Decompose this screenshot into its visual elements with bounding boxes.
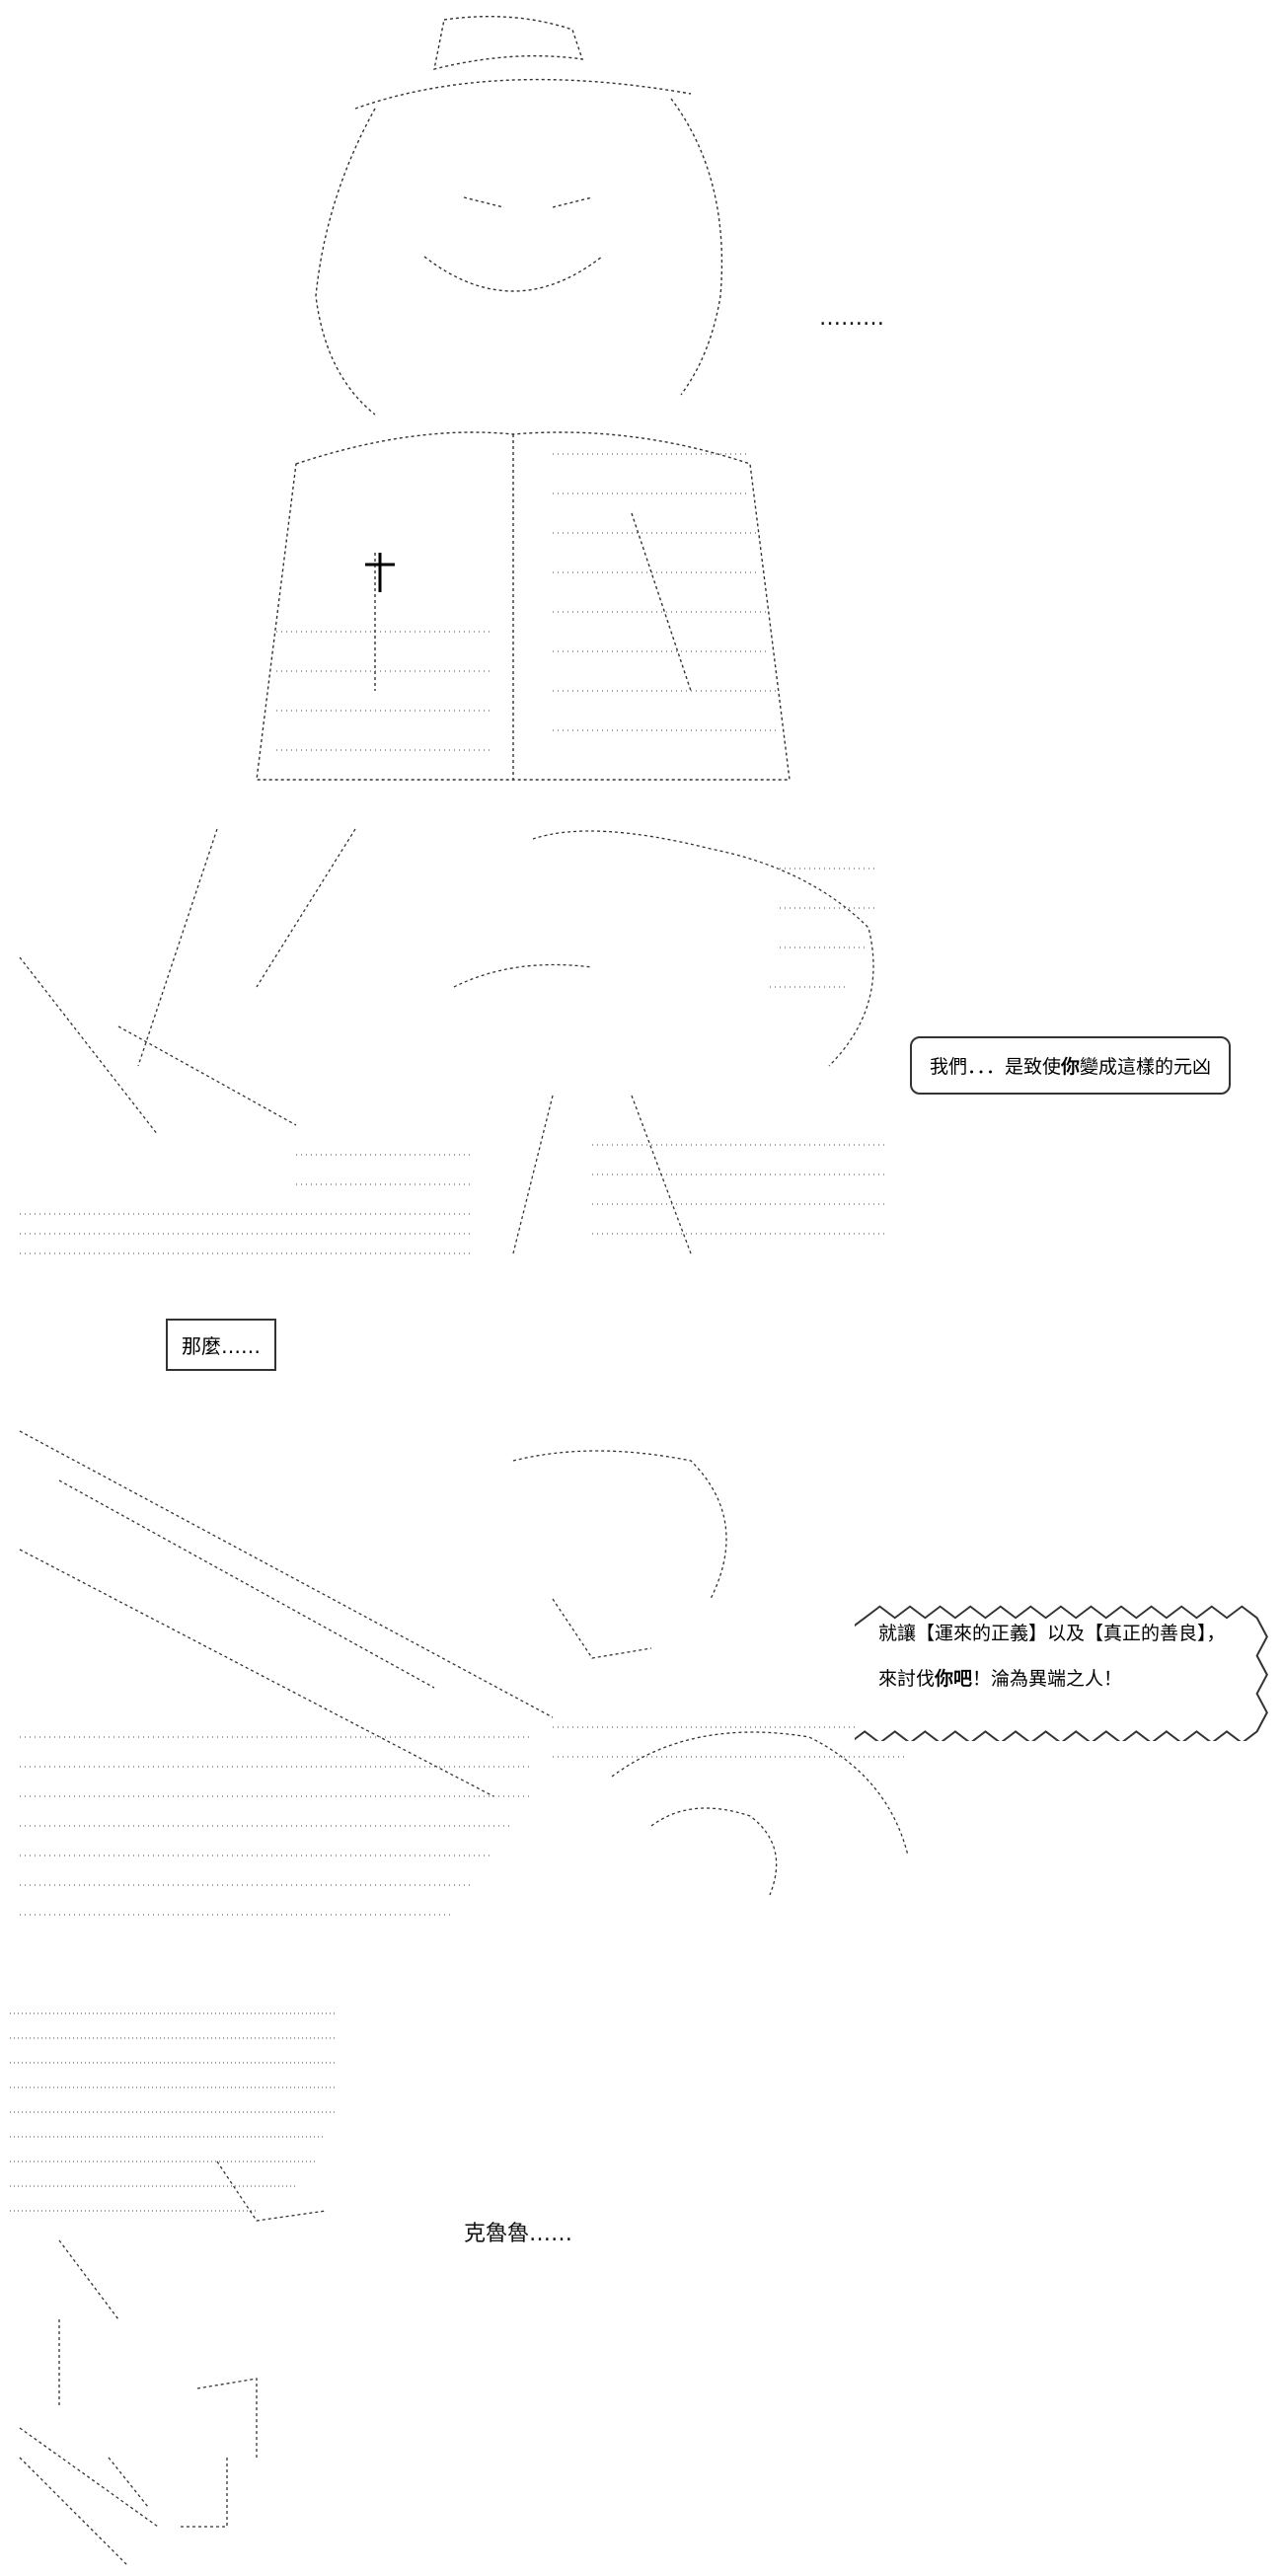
- panel-2-scene: 我們．．．是致使你變成這樣的元凶: [0, 809, 1283, 1273]
- ascii-art-action: [19, 1430, 909, 1916]
- shout-line-2-emphasis: 你吧: [935, 1668, 973, 1690]
- panel-1-caption: ………: [819, 306, 884, 331]
- ascii-art-portrait: [256, 15, 791, 781]
- bubble-text-suffix: 變成這樣的元凶: [1080, 1056, 1212, 1078]
- panel-4-action: 就讓【運來的正義】以及【真正的善良】， 來討伐你吧！淪為異端之人！: [0, 1402, 1283, 1974]
- shout-line-2: 來討伐你吧！淪為異端之人！: [878, 1656, 1253, 1702]
- bubble-text-emphasis: 你: [1061, 1056, 1081, 1078]
- spiky-bubble-outline: [855, 1605, 1268, 1741]
- shout-line-2-suffix: ！淪為異端之人！: [972, 1668, 1123, 1690]
- bubble-text-prefix: 我們．．．是致使: [930, 1056, 1062, 1078]
- panel-5-shadow: 克魯魯……: [0, 1994, 1283, 2576]
- panel-4-shout-bubble: 就讓【運來的正義】以及【真正的善良】， 來討伐你吧！淪為異端之人！: [855, 1599, 1277, 1741]
- ascii-art-scene-2: [19, 828, 888, 1254]
- panel-1-portrait: ………: [0, 0, 1283, 790]
- ascii-art-shadow: [10, 2012, 336, 2567]
- panel-2-speech-bubble: 我們．．．是致使你變成這樣的元凶: [910, 1036, 1232, 1095]
- shout-line-1: 就讓【運來的正義】以及【真正的善良】，: [878, 1623, 1226, 1644]
- panel-3-narration-box: 那麼……: [166, 1319, 276, 1371]
- panel-5-caption: 克魯魯……: [464, 2222, 573, 2246]
- shout-line-2-prefix: 來討伐: [878, 1668, 936, 1690]
